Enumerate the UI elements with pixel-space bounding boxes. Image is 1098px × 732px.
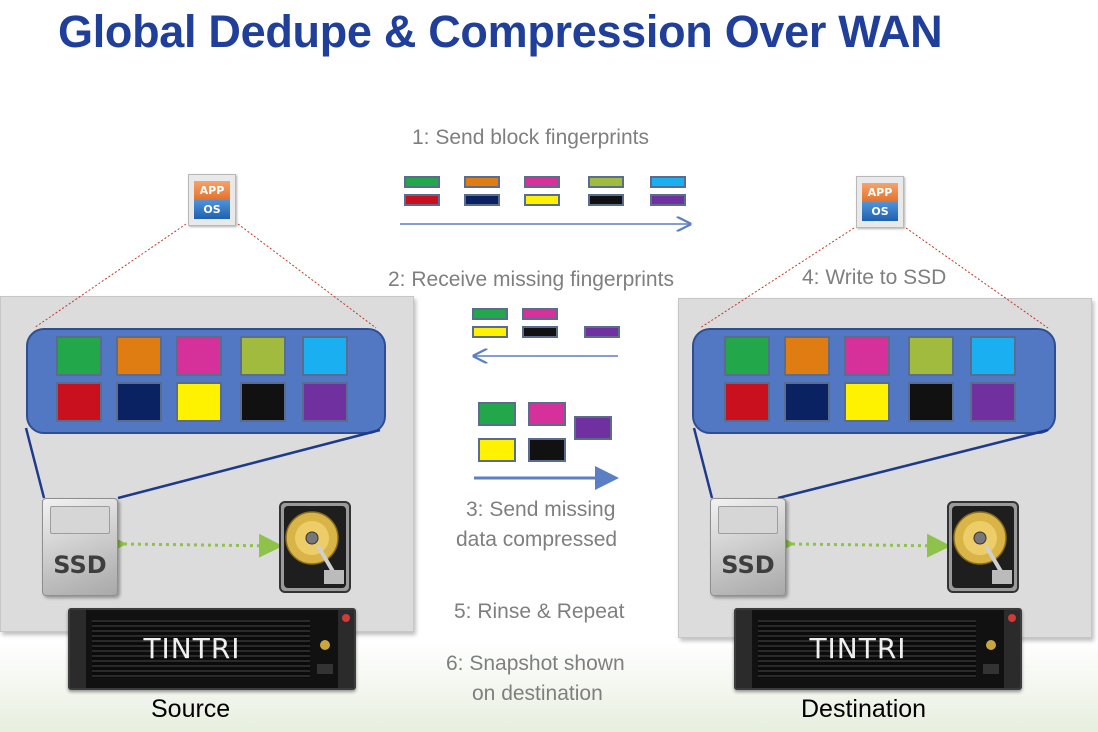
destination-app-label: APP	[862, 183, 898, 202]
block-fingerprint	[588, 176, 624, 188]
source-ssd-link-right	[117, 428, 381, 500]
destination-ssd-link-right	[777, 428, 1049, 500]
destination-ssd-link-left	[692, 427, 714, 499]
missing-fingerprint	[472, 308, 508, 320]
source-data-block	[176, 382, 222, 422]
block-fingerprint	[650, 176, 686, 188]
step-4-label: 4: Write to SSD	[802, 266, 947, 289]
destination-data-block	[908, 382, 954, 422]
status-led-icon	[1008, 614, 1016, 622]
block-fingerprint	[404, 176, 440, 188]
source-ssd-icon: SSD	[42, 498, 118, 596]
source-data-block	[116, 382, 162, 422]
source-data-block	[240, 336, 286, 376]
destination-hdd-icon	[947, 501, 1019, 593]
destination-app-os-icon: APP OS	[856, 176, 904, 228]
destination-ssd-icon: SSD	[710, 498, 786, 596]
missing-data-block	[478, 438, 516, 462]
step-2-label: 2: Receive missing fingerprints	[388, 268, 674, 291]
source-data-block	[302, 336, 348, 376]
block-fingerprint	[464, 194, 500, 206]
destination-data-block	[970, 336, 1016, 376]
destination-data-block	[908, 336, 954, 376]
destination-data-block	[784, 382, 830, 422]
step-5-label: 5: Rinse & Repeat	[454, 600, 625, 623]
block-fingerprint	[588, 194, 624, 206]
source-ssd-label: SSD	[53, 551, 107, 579]
server-tag	[983, 664, 999, 674]
source-app-os-icon: APP OS	[188, 174, 236, 226]
missing-fingerprint	[522, 308, 558, 320]
destination-data-block	[784, 336, 830, 376]
power-button-icon	[320, 640, 330, 650]
step-1-label: 1: Send block fingerprints	[412, 126, 649, 149]
block-fingerprint	[524, 194, 560, 206]
source-server-brand: TINTRI	[143, 632, 241, 665]
missing-fingerprint	[472, 326, 508, 338]
status-led-icon	[342, 614, 350, 622]
source-app-label: APP	[194, 181, 230, 200]
source-callout-left	[33, 223, 187, 329]
destination-caption: Destination	[801, 695, 927, 723]
step-3-label-line2: data compressed	[456, 528, 618, 551]
missing-data-block	[528, 402, 566, 426]
power-button-icon	[986, 640, 996, 650]
destination-data-block	[844, 336, 890, 376]
source-data-block	[56, 382, 102, 422]
step-6-label-line1: 6: Snapshot shown	[446, 652, 625, 675]
step-6-label-line2: on destination	[472, 682, 603, 705]
source-data-block	[116, 336, 162, 376]
server-handle	[1004, 610, 1020, 688]
destination-server: TINTRI	[734, 608, 1022, 690]
server-handle	[736, 610, 752, 688]
block-fingerprint	[650, 194, 686, 206]
missing-data-block	[528, 438, 566, 462]
source-data-block	[240, 382, 286, 422]
destination-data-block	[724, 382, 770, 422]
block-fingerprint	[404, 194, 440, 206]
server-tag	[317, 664, 333, 674]
source-server: TINTRI	[68, 608, 356, 690]
missing-fingerprint	[584, 326, 620, 338]
source-data-block	[176, 336, 222, 376]
destination-data-block	[724, 336, 770, 376]
destination-os-label: OS	[862, 202, 898, 221]
missing-data-block	[574, 416, 612, 440]
source-data-block	[56, 336, 102, 376]
server-grille	[92, 620, 310, 678]
destination-ssd-hdd-link	[770, 531, 951, 558]
ssd-plate	[718, 506, 778, 534]
source-hdd-icon	[279, 501, 351, 593]
server-grille	[758, 620, 976, 678]
missing-fingerprint	[522, 326, 558, 338]
source-ssd-hdd-link	[102, 531, 283, 558]
page-title: Global Dedupe & Compression Over WAN	[58, 6, 943, 57]
source-caption: Source	[151, 695, 231, 723]
source-os-label: OS	[194, 200, 230, 219]
block-fingerprint	[524, 176, 560, 188]
destination-callout-left	[699, 227, 855, 329]
destination-ssd-label: SSD	[721, 551, 775, 579]
server-handle	[70, 610, 86, 688]
server-handle	[338, 610, 354, 688]
missing-data-block	[478, 402, 516, 426]
source-ssd-link-left	[24, 427, 46, 499]
ssd-plate	[50, 506, 110, 534]
destination-data-block	[844, 382, 890, 422]
destination-server-brand: TINTRI	[809, 632, 907, 665]
step-3-label-line1: 3: Send missing	[466, 498, 616, 521]
block-fingerprint	[464, 176, 500, 188]
source-callout-right	[237, 223, 377, 329]
destination-callout-right	[905, 227, 1049, 329]
destination-data-block	[970, 382, 1016, 422]
source-data-block	[302, 382, 348, 422]
